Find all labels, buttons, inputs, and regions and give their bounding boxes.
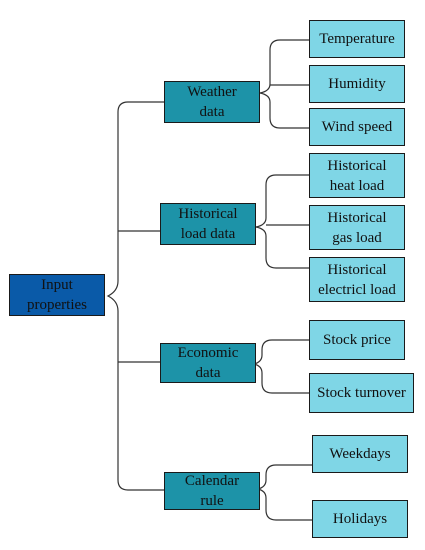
- leaf-temperature: Temperature: [309, 20, 405, 58]
- category-label: Economic data: [177, 345, 239, 381]
- leaf-label: Wind speed: [321, 119, 393, 135]
- category-weather-data: Weather data: [164, 81, 260, 123]
- leaf-label: Historical gas load: [327, 209, 387, 246]
- leaf-stock-price: Stock price: [309, 320, 405, 360]
- category-label: Weather data: [187, 84, 237, 120]
- leaf-wind-speed: Wind speed: [309, 108, 405, 146]
- category-historical-load-data: Historical load data: [160, 203, 256, 245]
- leaf-label: Stock turnover: [317, 385, 406, 401]
- category-economic-data: Economic data: [160, 343, 256, 383]
- leaf-weekdays: Weekdays: [312, 435, 408, 473]
- leaf-label: Humidity: [328, 76, 386, 92]
- leaf-historical-gas-load: Historical gas load: [309, 205, 405, 250]
- leaf-historical-heat-load: Historical heat load: [309, 153, 405, 198]
- economic-bracket: [253, 339, 309, 394]
- root-label: Input properties: [27, 277, 87, 313]
- leaf-label: Stock price: [323, 332, 391, 348]
- leaf-label: Historical heat load: [327, 157, 387, 194]
- leaf-stock-turnover: Stock turnover: [309, 373, 414, 413]
- category-calendar-rule: Calendar rule: [164, 472, 260, 510]
- category-label: Calendar rule: [184, 473, 240, 509]
- leaf-label: Historical electricl load: [318, 261, 396, 298]
- leaf-historical-electricl-load: Historical electricl load: [309, 257, 405, 302]
- root-bracket: [106, 101, 165, 491]
- leaf-holidays: Holidays: [312, 500, 408, 538]
- weather-bracket: [259, 39, 309, 129]
- leaf-label: Weekdays: [329, 446, 391, 462]
- leaf-humidity: Humidity: [309, 65, 405, 103]
- calendar-bracket: [257, 464, 312, 521]
- historical-bracket: [255, 174, 309, 269]
- root-input-properties: Input properties: [9, 274, 105, 316]
- leaf-label: Holidays: [332, 511, 388, 527]
- category-label: Historical load data: [178, 206, 238, 242]
- leaf-label: Temperature: [319, 31, 395, 47]
